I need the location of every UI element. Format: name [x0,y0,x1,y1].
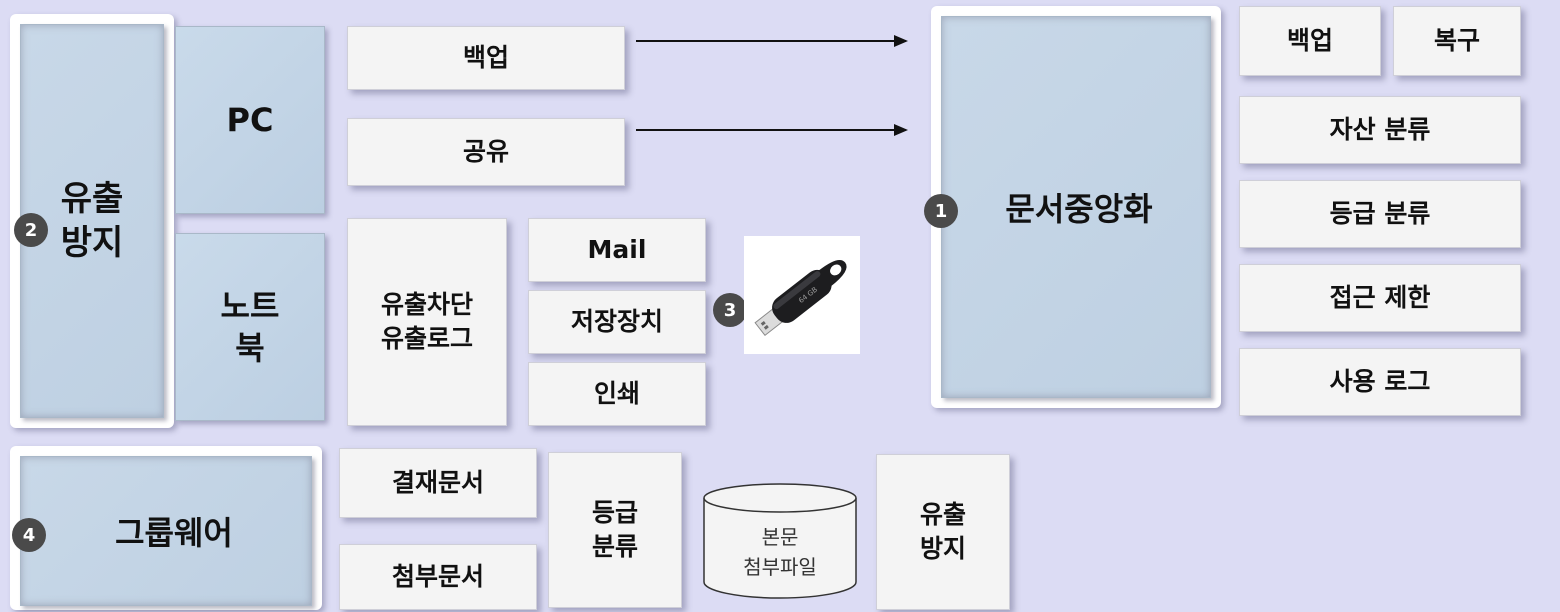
right-backup-label: 백업 [1286,26,1333,55]
notebook-box: 노트 북 [175,233,325,421]
usage-log-box: 사용 로그 [1239,348,1521,416]
badge-3: 3 [713,293,747,327]
groupware-label: 그룹웨어 [115,514,233,552]
access-limit-box: 접근 제한 [1239,264,1521,332]
database-line2: 첨부파일 [743,555,817,579]
mail-label: Mail [587,235,647,264]
badge-1: 1 [924,194,958,228]
usb-drive-icon: 64 GB [754,259,847,337]
doc-central-panel: 문서중앙화 [931,6,1221,408]
grade-class-box: 등급 분류 [1239,180,1521,248]
grade-class-label: 등급 분류 [1329,199,1431,228]
share-label: 공유 [462,137,509,166]
approval-doc-label: 결재문서 [391,468,484,497]
storage-label: 저장장치 [570,307,663,336]
pc-box: PC [175,26,325,214]
bottom-grade-class-line2: 분류 [591,532,638,561]
badge-4: 4 [12,518,46,552]
usage-log-label: 사용 로그 [1329,367,1431,396]
attach-doc-box: 첨부문서 [339,544,537,610]
bottom-grade-class-line1: 등급 [591,498,638,527]
leak-prevention-line1: 유출 [60,179,124,219]
right-backup-box: 백업 [1239,6,1381,76]
share-box: 공유 [347,118,625,186]
attach-doc-label: 첨부문서 [391,562,484,591]
notebook-line2: 북 [235,329,265,367]
database-label: 본문 첨부파일 [700,512,860,592]
restore-label: 복구 [1433,26,1480,55]
backup-box: 백업 [347,26,625,90]
mail-box: Mail [528,218,706,282]
access-limit-label: 접근 제한 [1329,283,1431,312]
badge-2: 2 [14,213,48,247]
groupware-panel: 그룹웨어 [10,446,322,610]
leak-block-box: 유출차단 유출로그 [347,218,507,426]
approval-doc-box: 결재문서 [339,448,537,518]
leak-block-line1: 유출차단 [380,290,473,319]
bottom-leak-prevention-line2: 방지 [919,534,966,563]
database-cylinder-icon [703,483,857,599]
bottom-grade-class-box: 등급 분류 [548,452,682,608]
backup-label: 백업 [462,43,509,72]
leak-prevention-line2: 방지 [60,223,124,263]
restore-box: 복구 [1393,6,1521,76]
bottom-leak-prevention-box: 유출 방지 [876,454,1010,610]
notebook-line1: 노트 [220,287,280,325]
doc-central-box: 문서중앙화 [941,16,1211,398]
leak-block-line2: 유출로그 [380,324,473,353]
doc-central-label: 문서중앙화 [1005,190,1153,228]
usb-drive-image: 64 GB [744,236,860,354]
storage-box: 저장장치 [528,290,706,354]
asset-class-label: 자산 분류 [1329,115,1431,144]
asset-class-box: 자산 분류 [1239,96,1521,164]
pc-label: PC [226,101,274,139]
groupware-box: 그룹웨어 [20,456,312,606]
print-label: 인쇄 [593,379,640,408]
print-box: 인쇄 [528,362,706,426]
database-line1: 본문 [761,525,799,549]
bottom-leak-prevention-line1: 유출 [919,500,966,529]
